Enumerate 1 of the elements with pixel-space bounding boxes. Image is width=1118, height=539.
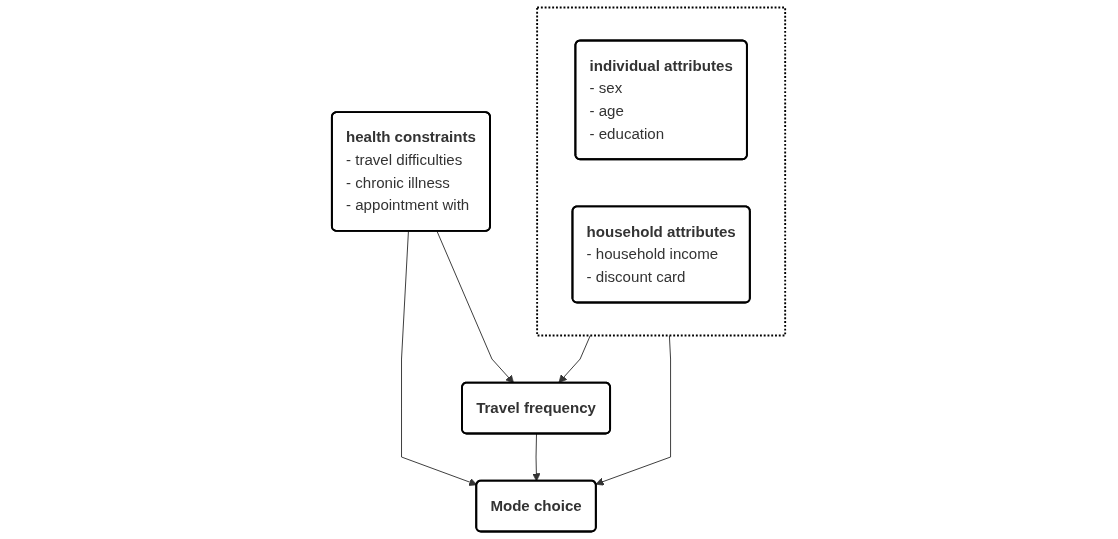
cluster <box>536 6 787 337</box>
